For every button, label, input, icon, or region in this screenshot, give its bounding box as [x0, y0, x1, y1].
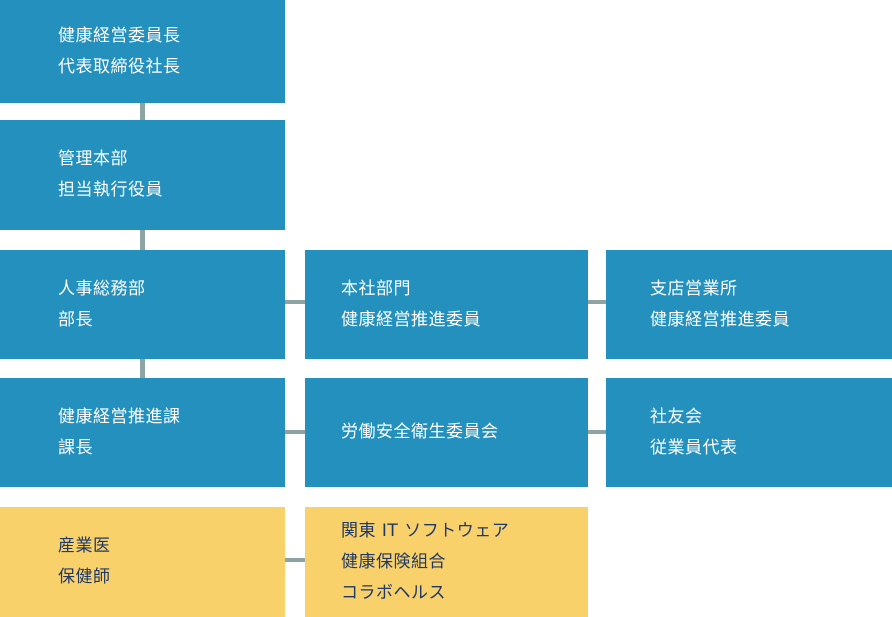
org-box-employee-association: 社友会 従業員代表 [606, 378, 892, 487]
org-box-line: 保健師 [58, 567, 111, 587]
org-box-branch-promotion-committee: 支店営業所 健康経営推進委員 [606, 250, 892, 359]
connector-adminhq-hr [140, 230, 145, 250]
org-box-promotion-section: 健康経営推進課 課長 [0, 378, 285, 487]
connector-hr-hqcommittee [285, 300, 305, 304]
org-box-occupational-physician: 産業医 保健師 [0, 507, 285, 617]
org-box-line: 支店営業所 [650, 278, 738, 299]
org-box-line: 従業員代表 [650, 437, 738, 458]
org-box-line: 関東 IT ソフトウェア [341, 520, 510, 541]
org-box-hq-promotion-committee: 本社部門 健康経営推進委員 [305, 250, 588, 359]
org-box-line: 産業医 [58, 536, 111, 556]
connector-chairman-adminhq [140, 103, 145, 120]
org-box-line: 担当執行役員 [58, 180, 163, 200]
org-box-line: 課長 [58, 437, 93, 458]
connector-section-safetycommittee [285, 430, 305, 434]
org-box-health-insurance-union: 関東 IT ソフトウェア 健康保険組合 コラボヘルス [305, 507, 588, 617]
org-box-line: 健康経営委員長 [58, 25, 181, 46]
org-box-line: 労働安全衛生委員会 [341, 422, 499, 442]
org-box-admin-hq: 管理本部 担当執行役員 [0, 120, 285, 230]
connector-safetycommittee-employeeassoc [588, 430, 606, 434]
connector-hqcommittee-branchcommittee [588, 300, 606, 304]
org-box-line: 健康保険組合 [341, 551, 446, 572]
org-box-line: 管理本部 [58, 149, 128, 169]
org-box-line: 本社部門 [341, 278, 411, 299]
org-box-line: 健康経営推進委員 [650, 309, 790, 330]
org-box-line: 人事総務部 [58, 278, 146, 299]
org-box-line: 社友会 [650, 406, 703, 427]
org-box-line: 健康経営推進委員 [341, 309, 481, 330]
org-box-safety-health-committee: 労働安全衛生委員会 [305, 378, 588, 487]
org-box-line: 健康経営推進課 [58, 406, 181, 427]
org-box-line: コラボヘルス [341, 582, 446, 603]
org-box-chairman: 健康経営委員長 代表取締役社長 [0, 0, 285, 103]
org-box-hr-general-affairs: 人事総務部 部長 [0, 250, 285, 359]
org-box-line: 部長 [58, 309, 93, 330]
connector-physician-insuranceunion [285, 558, 305, 562]
org-box-line: 代表取締役社長 [58, 56, 181, 77]
connector-hr-section [140, 359, 145, 378]
